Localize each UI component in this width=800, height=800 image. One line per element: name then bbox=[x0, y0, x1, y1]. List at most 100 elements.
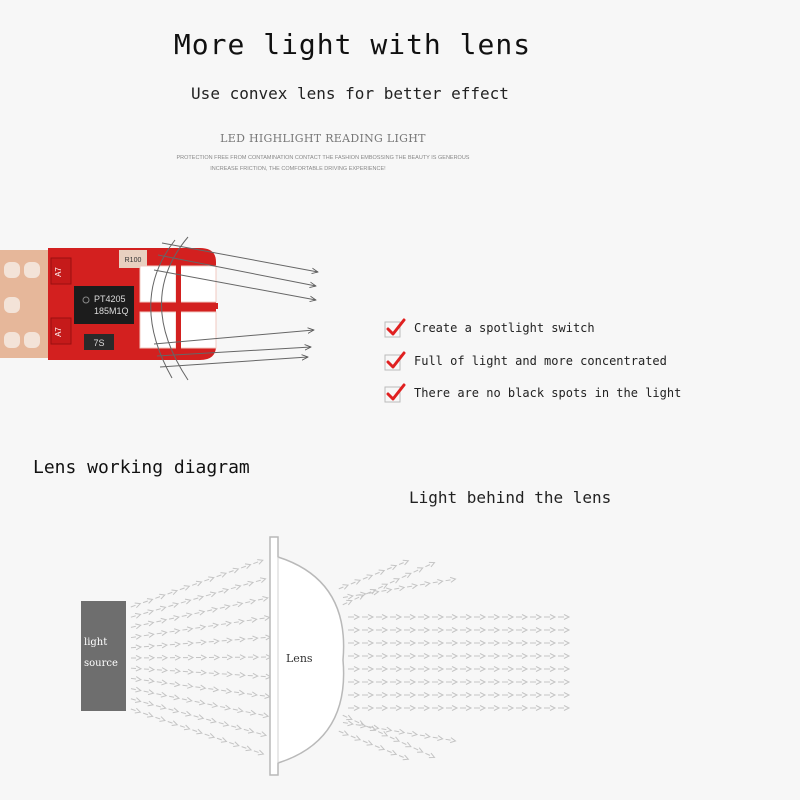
ray-arrowhead bbox=[172, 602, 180, 608]
ray-arrowhead bbox=[493, 640, 501, 646]
ray-dash bbox=[401, 741, 407, 745]
ray-arrowhead bbox=[147, 609, 155, 616]
a7-top-label: A7 bbox=[54, 267, 63, 277]
ray-arrowhead bbox=[173, 628, 181, 635]
ray-arrowhead bbox=[549, 705, 557, 711]
ray-arrowhead bbox=[385, 587, 393, 594]
ray-arrowhead bbox=[208, 576, 215, 582]
ray-arrowhead bbox=[563, 666, 571, 672]
ray-arrowhead bbox=[186, 682, 194, 689]
ray-arrowhead bbox=[342, 730, 350, 736]
ray-dash bbox=[413, 747, 419, 751]
ray-arrowhead bbox=[173, 694, 181, 701]
ray-arrowhead bbox=[395, 627, 403, 633]
ray-arrowhead bbox=[159, 716, 166, 722]
ray-arrowhead bbox=[342, 584, 350, 590]
ray-arrowhead bbox=[183, 585, 191, 591]
ray-dash bbox=[445, 579, 451, 582]
socket-hole bbox=[4, 332, 20, 348]
ray-arrowhead bbox=[563, 679, 571, 685]
ray-dash bbox=[342, 602, 348, 606]
ray-dash bbox=[398, 562, 404, 565]
ray-arrowhead bbox=[395, 640, 403, 646]
ray-arrowhead bbox=[521, 653, 529, 659]
ray-arrowhead bbox=[232, 567, 240, 574]
ray-arrowhead bbox=[198, 609, 206, 616]
ray-arrowhead bbox=[549, 627, 557, 633]
ray-arrowhead bbox=[233, 741, 240, 747]
ray-arrowhead bbox=[259, 577, 267, 583]
ray-dash bbox=[342, 721, 348, 724]
ray-arrowhead bbox=[220, 737, 228, 743]
ray-arrowhead bbox=[135, 665, 143, 672]
ray-arrowhead bbox=[395, 692, 403, 698]
ray-dash bbox=[425, 752, 431, 756]
ray-arrowhead bbox=[535, 692, 543, 698]
lens-outline bbox=[161, 236, 189, 381]
ray-arrowhead bbox=[257, 559, 264, 565]
component-7s bbox=[84, 334, 114, 350]
ray-arrowhead bbox=[147, 689, 155, 696]
ray-arrowhead bbox=[161, 630, 168, 636]
ray-arrowhead bbox=[423, 666, 431, 672]
ray-dash bbox=[259, 617, 265, 620]
ray-arrowhead bbox=[346, 599, 353, 606]
convex-lens bbox=[269, 536, 345, 776]
ray-arrowhead bbox=[198, 699, 206, 706]
ray-dash bbox=[130, 698, 136, 701]
ray-arrowhead bbox=[381, 627, 389, 633]
ray-arrowhead bbox=[393, 578, 401, 584]
feature-text: There are no black spots in the light bbox=[414, 386, 682, 400]
ray-arrowhead bbox=[209, 591, 217, 598]
ray-arrowhead bbox=[199, 624, 207, 631]
ray-arrowhead bbox=[184, 598, 192, 605]
ray-arrowhead bbox=[479, 614, 487, 620]
ray-arrowhead bbox=[369, 589, 377, 595]
ray-arrowhead bbox=[449, 737, 457, 744]
ray-arrowhead bbox=[367, 640, 375, 646]
ray-arrowhead bbox=[353, 627, 361, 633]
ray-arrowhead bbox=[451, 627, 459, 633]
ray-arrowhead bbox=[479, 627, 487, 633]
ray-arrowhead bbox=[563, 614, 571, 620]
ray-arrowhead bbox=[237, 707, 244, 714]
ray-arrowhead bbox=[428, 561, 436, 568]
ray-arrowhead bbox=[220, 572, 228, 578]
ray-dash bbox=[206, 718, 212, 721]
ray-arrowhead bbox=[135, 644, 143, 651]
diagram-heading: Lens working diagram bbox=[33, 457, 250, 478]
ray-dash bbox=[445, 738, 451, 741]
ray-arrowhead bbox=[535, 666, 543, 672]
ray-arrowhead bbox=[535, 614, 543, 620]
ray-arrowhead bbox=[493, 614, 501, 620]
ray-dash bbox=[207, 703, 213, 706]
ray-arrowhead bbox=[225, 688, 233, 694]
ray-dash bbox=[350, 581, 356, 585]
ray-arrowhead bbox=[353, 614, 361, 620]
ray-arrowhead bbox=[563, 653, 571, 659]
ray-arrowhead bbox=[225, 620, 233, 627]
ray-arrowhead bbox=[135, 676, 142, 682]
ray-arrowhead bbox=[160, 704, 167, 710]
ray-arrowhead bbox=[134, 697, 142, 703]
ray-dash bbox=[243, 583, 249, 586]
ray-arrowhead bbox=[172, 707, 180, 714]
ray-arrowhead bbox=[465, 705, 473, 711]
ray-dash bbox=[229, 741, 235, 745]
ray-arrowhead bbox=[417, 747, 424, 753]
ray-arrowhead bbox=[186, 612, 193, 619]
driver-chip bbox=[74, 286, 134, 324]
ray-arrowhead bbox=[367, 653, 375, 659]
ray-dash bbox=[354, 596, 360, 600]
ray-arrowhead bbox=[423, 705, 431, 711]
socket-hole bbox=[4, 297, 20, 313]
ray-arrowhead bbox=[196, 728, 203, 735]
ray-arrowhead bbox=[222, 587, 230, 594]
ray-arrowhead bbox=[222, 721, 230, 727]
ray-dash bbox=[142, 712, 149, 716]
ray-arrowhead bbox=[549, 692, 557, 698]
light-source-label-line-2: source bbox=[84, 658, 118, 669]
ray-arrowhead bbox=[437, 692, 445, 698]
ray-dash bbox=[228, 570, 234, 573]
ray-arrowhead bbox=[174, 668, 182, 674]
